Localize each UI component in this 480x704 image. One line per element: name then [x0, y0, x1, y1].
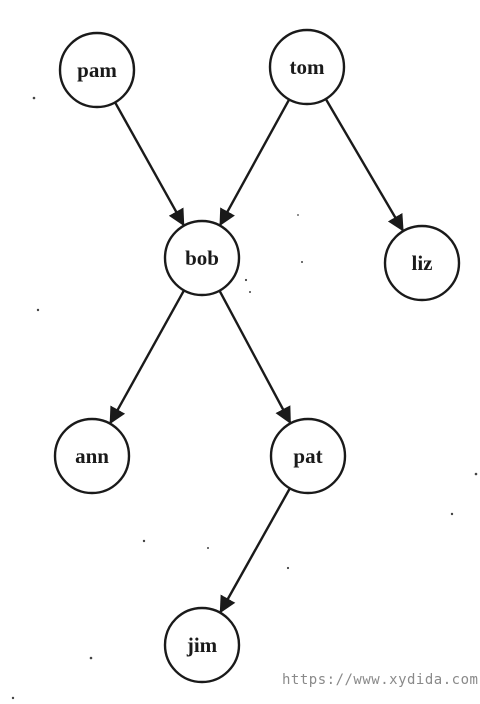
edge-bob-to-pat — [218, 290, 292, 424]
watermark-url: https://www.xydida.com — [282, 672, 479, 688]
edge-tom-to-liz — [324, 98, 404, 232]
node-pam: pam — [58, 31, 136, 109]
node-jim: jim — [163, 606, 241, 684]
node-liz: liz — [383, 224, 461, 302]
node-circle-ann — [53, 417, 131, 495]
node-label-bob: bob — [185, 246, 219, 270]
node-tom: tom — [268, 28, 346, 106]
node-circle-tom — [268, 28, 346, 106]
node-circle-pam — [58, 31, 136, 109]
node-label-tom: tom — [290, 55, 325, 79]
node-ann: ann — [53, 417, 131, 495]
node-label-ann: ann — [75, 444, 109, 468]
arrow-bob-to-ann — [109, 289, 186, 425]
node-label-jim: jim — [186, 633, 218, 657]
edge-pat-to-jim — [219, 487, 291, 614]
node-circle-pat — [269, 417, 347, 495]
node-bob: bob — [163, 219, 241, 297]
node-label-pat: pat — [293, 444, 322, 468]
scan-specks — [11, 96, 478, 700]
node-circle-jim — [163, 606, 241, 684]
edge-bob-to-ann — [109, 289, 186, 425]
arrow-tom-to-liz — [324, 98, 404, 232]
arrow-pat-to-jim — [219, 487, 291, 614]
edge-tom-to-bob — [219, 98, 291, 227]
arrow-tom-to-bob — [219, 98, 291, 227]
node-pat: pat — [269, 417, 347, 495]
edge-pam-to-bob — [113, 101, 185, 227]
arrow-bob-to-pat — [218, 290, 292, 424]
node-circle-liz — [383, 224, 461, 302]
edges-layer — [109, 98, 404, 614]
node-label-liz: liz — [412, 251, 433, 275]
arrow-pam-to-bob — [113, 101, 185, 227]
nodes-layer: pam tom bob liz ann pat jim — [53, 28, 461, 684]
node-label-pam: pam — [77, 58, 117, 82]
node-circle-bob — [163, 219, 241, 297]
